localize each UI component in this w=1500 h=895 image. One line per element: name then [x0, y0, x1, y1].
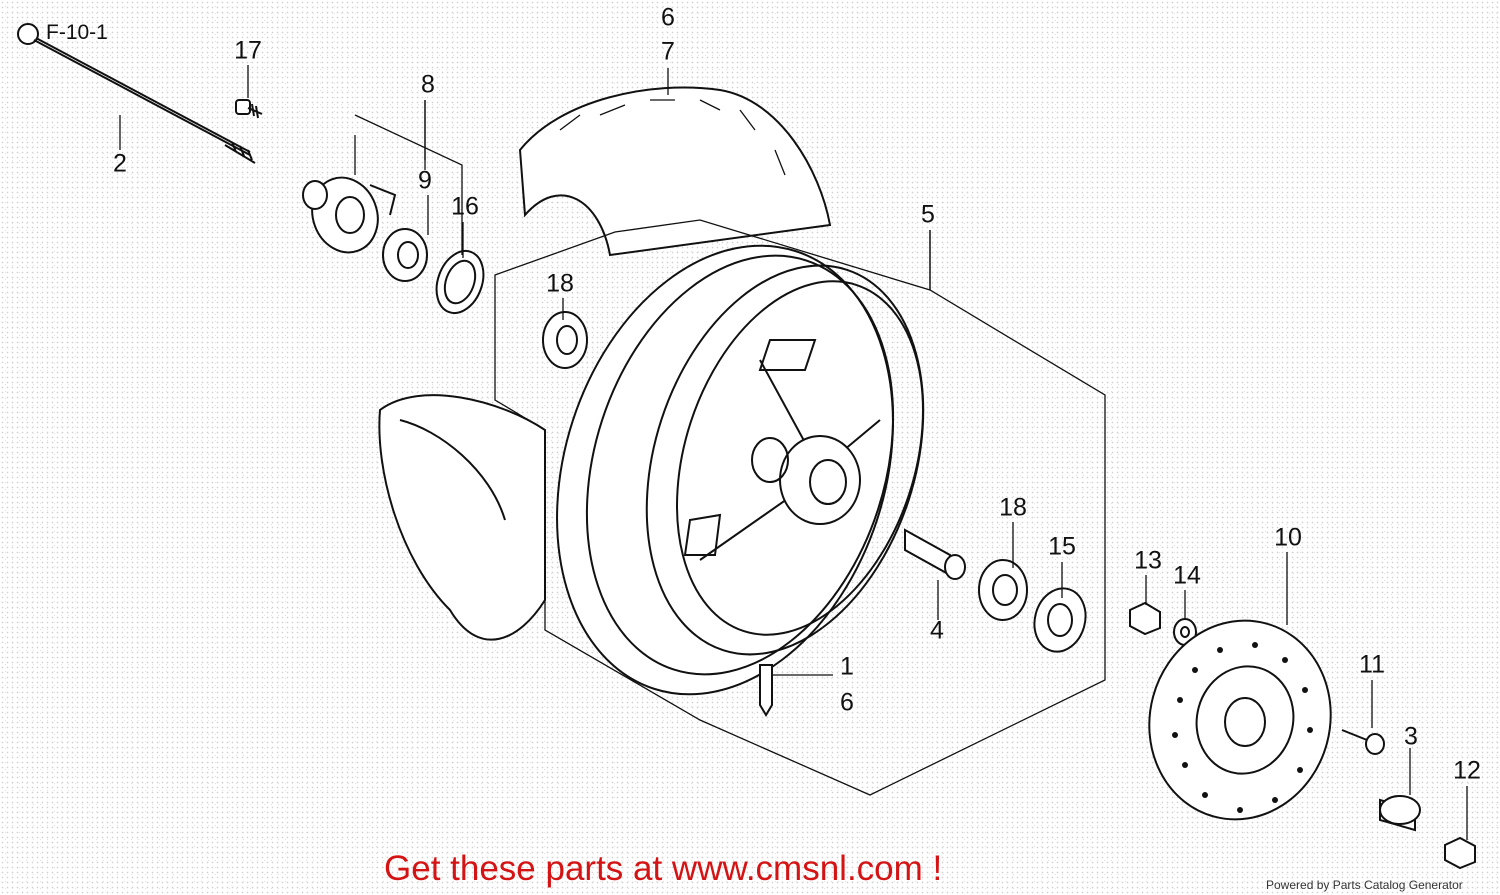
callout-15: 15 [1048, 532, 1076, 561]
promo-link[interactable]: Get these parts at www.cmsnl.com ! [384, 849, 943, 888]
callout-8: 8 [421, 70, 435, 99]
bearing-18-left [542, 311, 588, 369]
oil-seal-16 [435, 250, 485, 314]
valve-1 [759, 664, 773, 717]
callout-6-tire: 6 [661, 3, 675, 32]
callout-3: 3 [1404, 722, 1418, 751]
dust-seal-15 [1033, 587, 1087, 653]
bolt-17 [235, 99, 263, 119]
retainer-9 [382, 228, 428, 282]
credit-text: Powered by Parts Catalog Generator [1266, 878, 1463, 892]
callout-4: 4 [930, 616, 944, 645]
figure-code: F-10-1 [46, 21, 108, 44]
brake-disc-10 [1148, 619, 1332, 821]
tire-lower [378, 394, 546, 641]
tire-upper [518, 86, 832, 257]
callout-10: 10 [1274, 523, 1302, 552]
callout-18-right: 18 [999, 493, 1027, 522]
nut-13 [1129, 601, 1161, 636]
callout-7-tube: 7 [661, 37, 675, 66]
callout-6-valve: 6 [840, 688, 854, 717]
callout-5: 5 [921, 200, 935, 229]
bearing-18-right [978, 559, 1028, 621]
callout-12: 12 [1453, 756, 1481, 785]
callout-17: 17 [234, 36, 262, 65]
nut-12 [1444, 836, 1476, 870]
callout-13: 13 [1134, 546, 1162, 575]
callout-18-left: 18 [546, 269, 574, 298]
wheel-rim [556, 244, 925, 696]
gearbox-8 [302, 176, 397, 254]
collar-3 [1379, 795, 1421, 832]
callout-9: 9 [418, 166, 432, 195]
bolt-11 [1341, 729, 1385, 755]
callout-1: 1 [840, 652, 854, 681]
callout-11: 11 [1359, 650, 1385, 679]
callout-16: 16 [451, 192, 479, 221]
callout-14: 14 [1173, 561, 1201, 590]
spacer-4 [904, 528, 966, 580]
axle-bolt [17, 23, 256, 164]
callout-2: 2 [113, 149, 127, 178]
